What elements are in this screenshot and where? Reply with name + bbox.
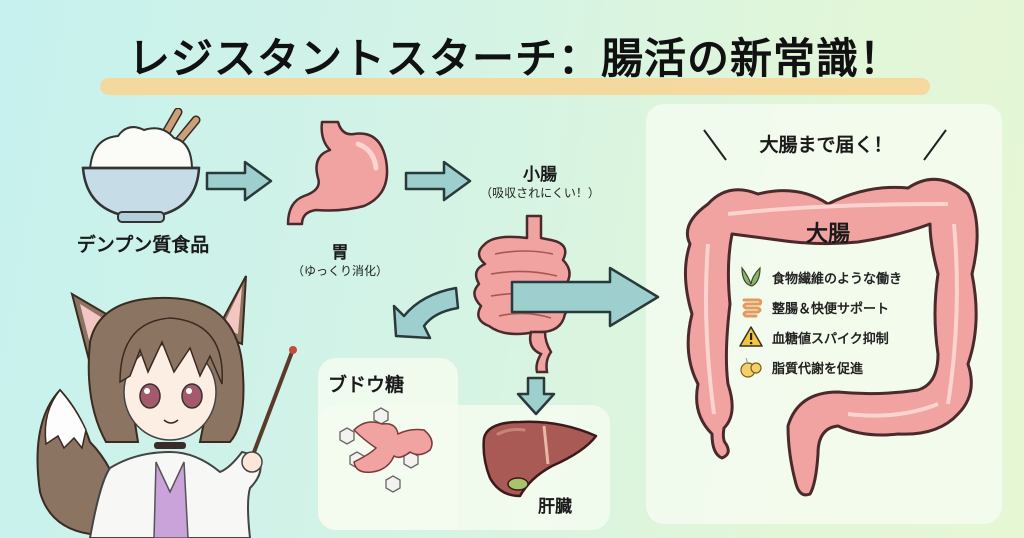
liver-icon bbox=[482, 420, 598, 498]
arrow-right-icon bbox=[205, 160, 273, 202]
title-block: レジスタントスターチ：腸活の新常識！ bbox=[100, 28, 930, 98]
rice-bowl-icon bbox=[81, 108, 201, 223]
fat-droplet-icon bbox=[740, 357, 762, 378]
benefits-list: 食物繊維のような働き 整腸＆快便サポート 血糖値スパイク抑制 脂質代謝を促進 bbox=[738, 262, 938, 382]
large-intestine-icon bbox=[683, 177, 979, 497]
benefit-item: 脂質代謝を促進 bbox=[738, 352, 938, 382]
glucose-molecules-icon bbox=[339, 407, 433, 493]
glucose-label: ブドウ糖 bbox=[328, 374, 405, 396]
small-intestine-note: （吸収されにくい！） bbox=[480, 186, 600, 200]
benefit-text: 脂質代謝を促進 bbox=[772, 361, 864, 377]
stomach-label: 胃 bbox=[331, 243, 349, 263]
fox-girl-character bbox=[36, 275, 297, 538]
curved-arrow-icon bbox=[392, 286, 460, 340]
starch-label: デンプン質食品 bbox=[76, 234, 210, 256]
benefit-text: 血糖値スパイク抑制 bbox=[772, 331, 889, 347]
colon-label: 大腸 bbox=[805, 222, 850, 247]
page-title: レジスタントスターチ：腸活の新常識！ bbox=[127, 34, 902, 83]
stomach-note: （ゆっくり消化） bbox=[291, 264, 388, 278]
colon-callout: 大腸まで届く！ bbox=[759, 134, 893, 156]
benefit-item: 血糖値スパイク抑制 bbox=[738, 322, 938, 352]
small-intestine-label: 小腸 bbox=[523, 165, 557, 185]
arrow-down-icon bbox=[516, 376, 556, 416]
leaf-icon bbox=[741, 266, 761, 287]
title-highlight bbox=[100, 78, 930, 95]
stomach-icon bbox=[286, 120, 389, 226]
warning-icon bbox=[739, 326, 763, 347]
benefit-text: 整腸＆快便サポート bbox=[772, 301, 890, 317]
benefit-text: 食物繊維のような働き bbox=[772, 271, 903, 287]
arrow-to-colon-icon bbox=[510, 266, 660, 328]
intestine-icon bbox=[742, 298, 763, 318]
benefit-item: 食物繊維のような働き bbox=[738, 262, 938, 292]
liver-label: 肝臓 bbox=[538, 497, 572, 517]
arrow-right-icon bbox=[404, 160, 472, 202]
benefit-item: 整腸＆快便サポート bbox=[738, 292, 938, 322]
emphasis-lines-icon bbox=[703, 129, 947, 161]
